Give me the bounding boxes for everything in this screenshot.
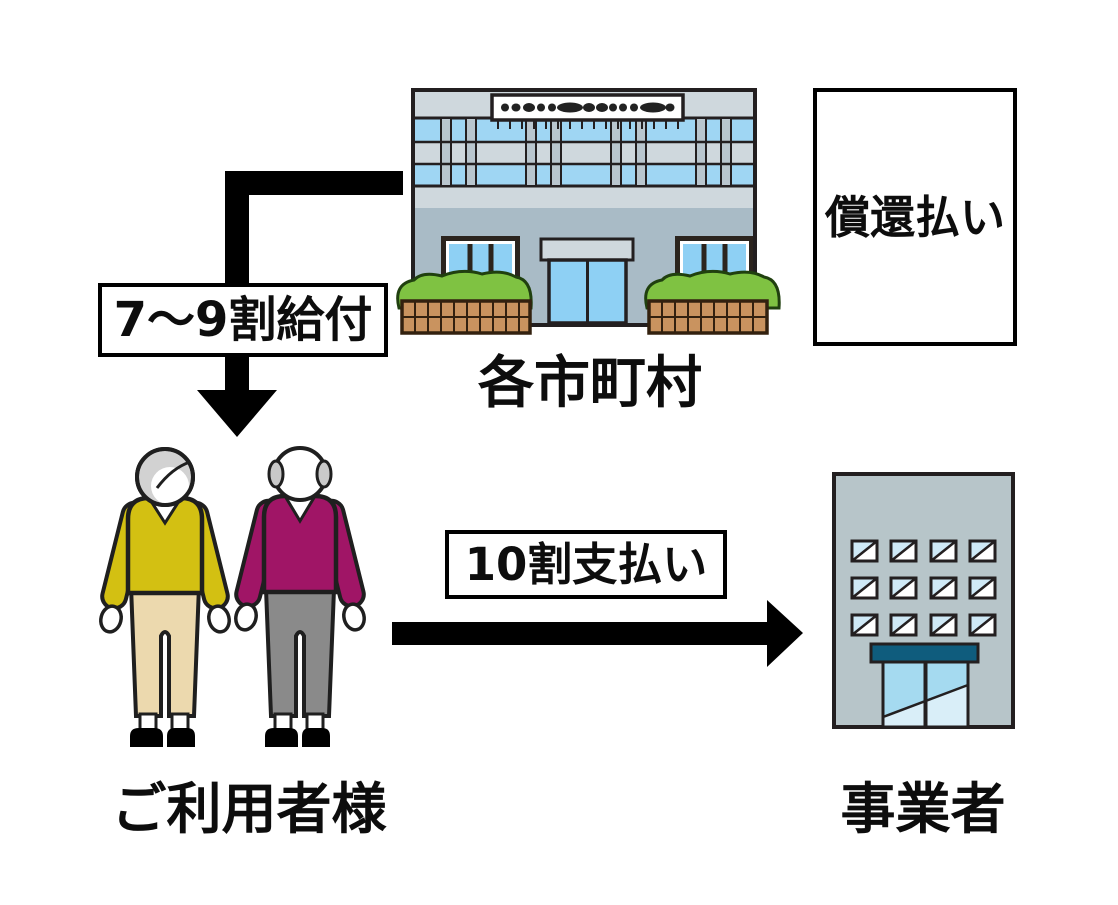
- woman-pants: [128, 584, 202, 718]
- elderly-man: [234, 446, 366, 747]
- municipality-label: 各市町村: [478, 351, 702, 416]
- planter-left: [400, 299, 532, 335]
- man-pants: [263, 587, 337, 718]
- municipality-entrance: [539, 237, 635, 325]
- benefit-arrow: [197, 171, 403, 437]
- payment-flow-label: 10割支払い: [464, 538, 708, 591]
- elderly-couple-illustration: [99, 446, 366, 747]
- users-label: ご利用者様: [111, 777, 387, 841]
- reimbursement-note-label: 償還払い: [824, 190, 1005, 244]
- payment-arrow: [392, 600, 803, 667]
- planter-right: [647, 299, 769, 335]
- payment-flow-label-box: 10割支払い: [445, 530, 727, 599]
- reimbursement-note-box: 償還払い: [813, 88, 1017, 346]
- municipality-building-illustration: [396, 88, 781, 335]
- elderly-woman: [99, 447, 231, 747]
- benefit-flow-label-box: 7〜9割給付: [98, 283, 388, 357]
- woman-head: [135, 447, 195, 507]
- man-head: [267, 446, 333, 502]
- benefit-flow-label: 7〜9割給付: [113, 292, 373, 348]
- provider-building-illustration: [832, 472, 1015, 729]
- municipality-sign: [490, 93, 685, 129]
- provider-entrance: [869, 642, 980, 729]
- provider-label: 事業者: [840, 777, 1006, 841]
